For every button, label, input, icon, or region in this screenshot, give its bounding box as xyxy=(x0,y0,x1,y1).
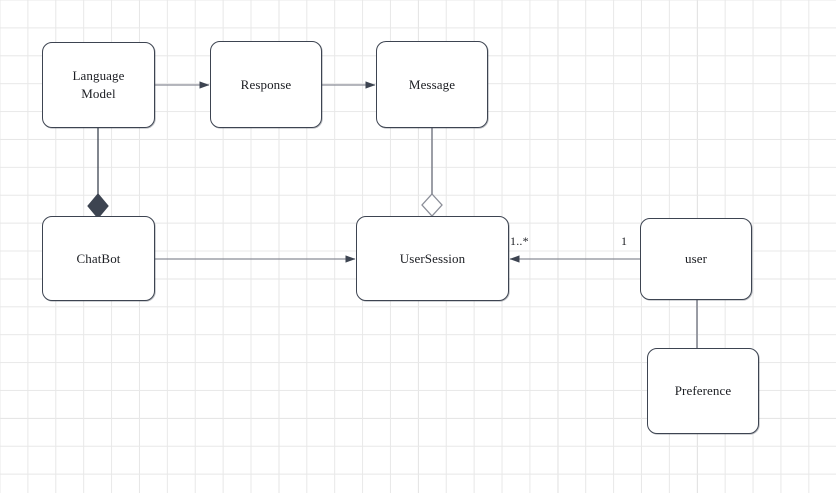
node-language-model[interactable]: Language Model xyxy=(42,42,155,128)
edge-message-usersession xyxy=(421,128,443,217)
node-usersession-label: UserSession xyxy=(399,250,466,266)
node-user[interactable]: user xyxy=(640,218,752,300)
node-preference[interactable]: Preference xyxy=(647,348,759,434)
node-language-model-label: Language Model xyxy=(72,68,125,101)
edge-label-multiplicity-one: 1 xyxy=(621,234,628,248)
node-response-label: Response xyxy=(240,76,292,92)
hollow-diamond-icon xyxy=(421,193,443,217)
node-usersession[interactable]: UserSession xyxy=(356,216,509,301)
node-user-label: user xyxy=(684,251,708,267)
node-response[interactable]: Response xyxy=(210,41,322,128)
node-message-label: Message xyxy=(408,76,456,92)
node-chatbot[interactable]: ChatBot xyxy=(42,216,155,301)
edge-label-multiplicity-many: 1..* xyxy=(510,234,529,248)
node-preference-label: Preference xyxy=(674,383,732,399)
node-chatbot-label: ChatBot xyxy=(76,250,121,266)
edge-language-model-chatbot xyxy=(87,128,109,219)
node-message[interactable]: Message xyxy=(376,41,488,128)
filled-diamond-icon xyxy=(87,193,109,219)
